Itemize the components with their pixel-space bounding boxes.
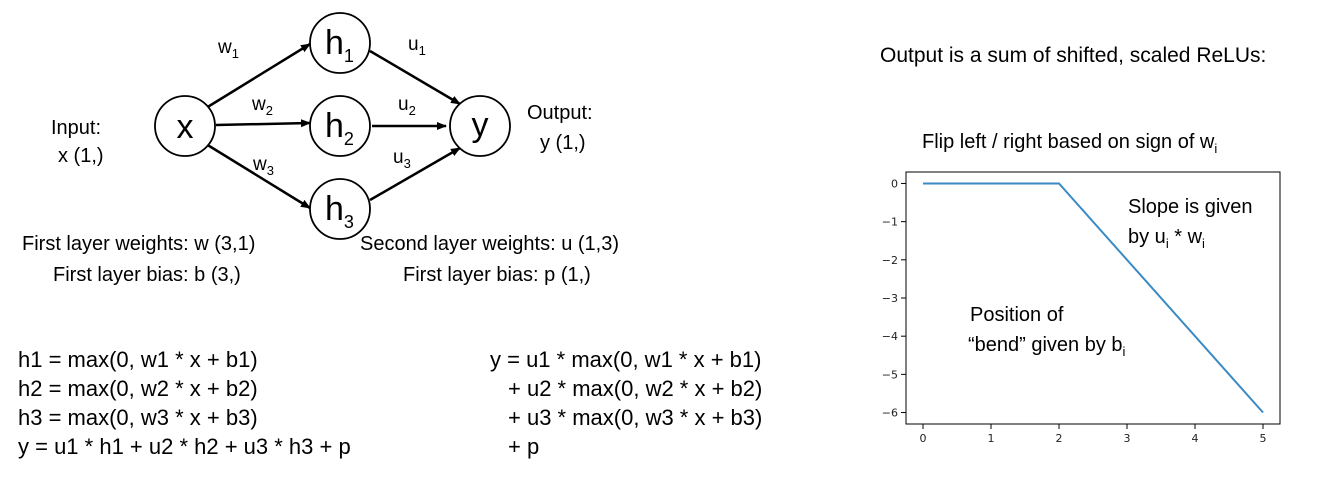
y-tick-label: −2 [882, 254, 898, 267]
y-tick-label: −4 [882, 330, 898, 343]
y-tick-label: −6 [882, 407, 898, 420]
second-layer-bias: First layer bias: p (1,) [403, 264, 591, 286]
node-h2-label: h2 [325, 107, 354, 149]
bend-annotation: Position of “bend” given by bi [968, 304, 1126, 359]
x-tick-label: 3 [1124, 432, 1131, 445]
weight-w3-label: w3 [252, 154, 274, 178]
plot-layer: 0 1 2 3 4 5 0 −1 −2 −3 −4 −5 −6 [882, 177, 1267, 445]
slope-annotation: Slope is given by ui * wi [1128, 196, 1253, 251]
equation-expanded-2: + u2 * max(0, w2 * x + b2) [508, 376, 763, 401]
equations-right: y = u1 * max(0, w1 * x + b1) + u2 * max(… [490, 345, 762, 461]
node-y [449, 95, 511, 157]
node-x [154, 95, 216, 157]
x-tick-label: 5 [1260, 432, 1267, 445]
output-shape: y (1,) [540, 132, 586, 154]
x-tick-label: 4 [1192, 432, 1199, 445]
node-y-label: y [472, 106, 489, 144]
equation-h1: h1 = max(0, w1 * x + b1) [18, 347, 258, 372]
input-shape: x (1,) [58, 145, 104, 167]
weight-u1-label: u1 [408, 34, 426, 58]
equation-h2: h2 = max(0, w2 * x + b2) [18, 376, 258, 401]
node-h1-label: h1 [325, 24, 354, 66]
edge-h1-y [369, 49, 461, 106]
weight-u3-label: u3 [393, 147, 411, 171]
x-tick-label: 0 [920, 432, 927, 445]
node-h3 [309, 178, 371, 240]
relu-plot: 0 1 2 3 4 5 0 −1 −2 −3 −4 −5 −6 [882, 171, 1281, 445]
plot-title: Flip left / right based on sign of wi [922, 131, 1218, 156]
relu-sum-heading: Output is a sum of shifted, scaled ReLUs… [880, 44, 1267, 67]
y-tick-label: −1 [882, 216, 898, 229]
node-h2 [309, 95, 371, 157]
equation-h3: h3 = max(0, w3 * x + b3) [18, 405, 258, 430]
x-tick-label: 2 [1056, 432, 1063, 445]
weight-u2-label: u2 [398, 94, 416, 118]
weight-w2-label: w2 [251, 94, 273, 118]
first-layer-weights: First layer weights: w (3,1) [22, 233, 256, 255]
equation-y: y = u1 * h1 + u2 * h2 + u3 * h3 + p [18, 434, 351, 459]
edge-h3-y [369, 146, 461, 202]
second-layer-weights: Second layer weights: u (1,3) [360, 233, 620, 255]
y-tick-label: −3 [882, 292, 898, 305]
y-tick-label: −5 [882, 368, 898, 381]
output-label: Output: [527, 102, 593, 124]
first-layer-bias: First layer bias: b (3,) [53, 264, 241, 286]
equation-expanded-4: + p [508, 434, 540, 459]
equation-expanded-1: y = u1 * max(0, w1 * x + b1) [490, 347, 762, 372]
weight-w1-label: w1 [217, 37, 239, 61]
node-x-label: x [177, 108, 194, 146]
edge-x-h1 [205, 42, 311, 110]
equations-left: h1 = max(0, w1 * x + b1) h2 = max(0, w2 … [18, 345, 351, 461]
equation-expanded-3: + u3 * max(0, w3 * x + b3) [508, 405, 763, 430]
node-h3-label: h3 [325, 190, 354, 232]
network-diagram: x h1 h2 h3 y w1 w2 w3 u1 u2 u3 [154, 12, 511, 240]
edge-x-h2 [215, 119, 311, 128]
node-h1 [309, 12, 371, 74]
edge-x-h3 [205, 142, 311, 210]
input-label: Input: [51, 117, 102, 139]
edges [205, 42, 461, 210]
y-tick-label: 0 [891, 177, 898, 190]
relu-line [923, 182, 1264, 414]
x-tick-label: 1 [988, 432, 995, 445]
